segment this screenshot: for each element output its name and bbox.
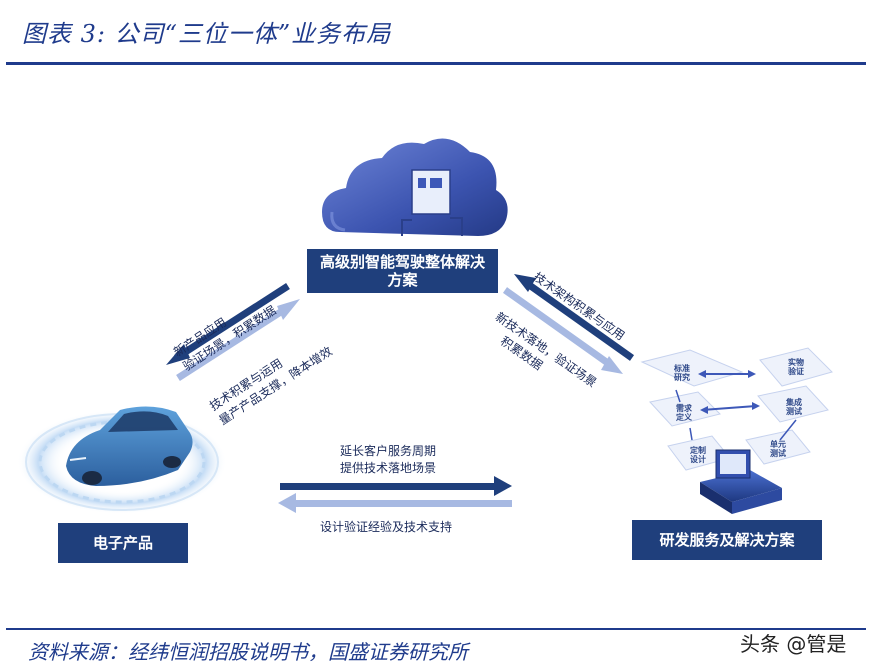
edge-bottom-lower-label: 设计验证经验及技术支持 (320, 520, 453, 534)
workflow-node-requirement: 需求 定义 (676, 404, 692, 423)
cloud-icon (322, 138, 508, 236)
node-rd-services: 研发服务及解决方案 (632, 520, 822, 560)
bottom-arrows (278, 476, 512, 513)
right-arrows (502, 274, 635, 374)
workflow-node-unit-test: 单元 测试 (770, 440, 786, 459)
workflow-node-custom-design: 定制 设计 (690, 446, 706, 465)
edge-bottom-upper-label: 延长客户服务周期 提供技术落地场景 (340, 442, 436, 476)
figure-title: 图表 3: 公司“三位一体”业务布局 (22, 20, 392, 48)
car-icon (17, 406, 227, 514)
node-top-line1: 高级别智能驾驶整体解决 (319, 253, 485, 271)
workstation-icon (700, 449, 782, 514)
workflow-node-standard: 标准 研究 (674, 364, 690, 383)
node-autonomous-driving-solution: 高级别智能驾驶整体解决 方案 (307, 249, 498, 293)
node-top-line2: 方案 (387, 271, 418, 289)
workflow-node-integration-test: 集成 测试 (786, 398, 802, 417)
edge-bottom-upper-line2: 提供技术落地场景 (340, 461, 437, 475)
edge-bottom-upper-line1: 延长客户服务周期 (340, 444, 437, 458)
top-divider (6, 62, 866, 65)
source-note: 资料来源：经纬恒润招股说明书，国盛证券研究所 (28, 640, 468, 664)
workflow-graphic (640, 347, 833, 514)
workflow-node-physical-verify: 实物 验证 (788, 358, 804, 377)
left-arrows (166, 283, 300, 381)
watermark: 头条 @管是 (740, 632, 847, 656)
bottom-divider (6, 628, 866, 630)
node-electronic-products: 电子产品 (58, 523, 188, 563)
